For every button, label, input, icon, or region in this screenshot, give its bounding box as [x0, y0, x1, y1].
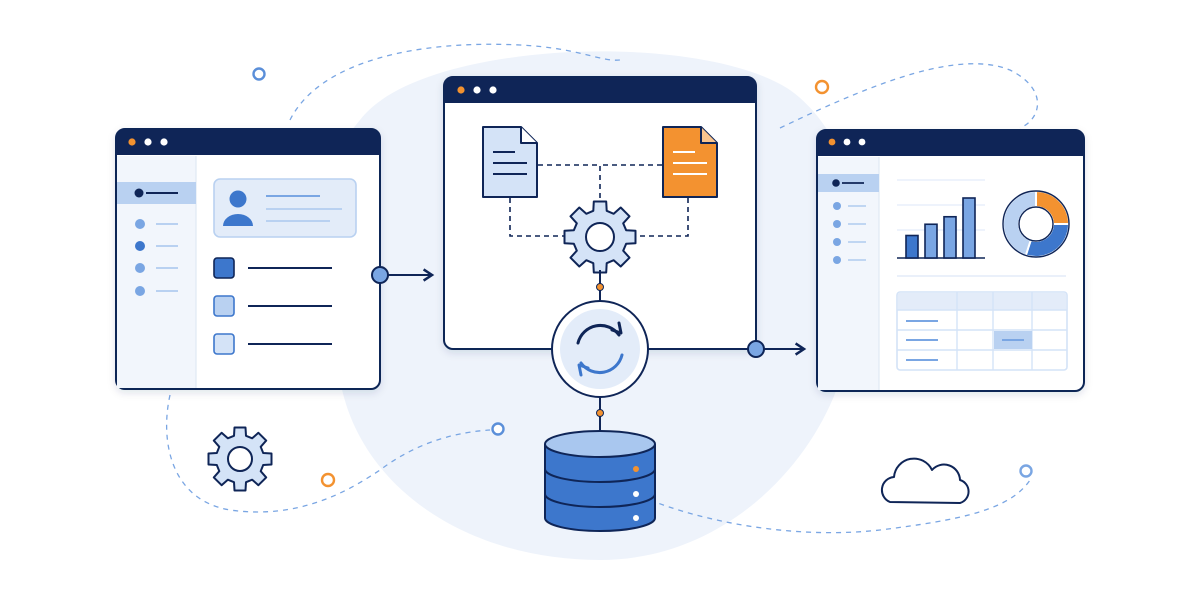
form-window-content: [116, 129, 380, 388]
dashboard-sidebar: [818, 157, 879, 390]
decorative-dashed-paths: [165, 43, 1039, 534]
donut-chart-icon: [1002, 189, 1071, 258]
checkbox-list: [213, 257, 332, 355]
processing-window-titlebar: [444, 77, 756, 103]
window-dot-white: [144, 138, 152, 146]
document-icon: [662, 126, 718, 198]
connector-sync-to-database: [596, 397, 604, 432]
connector-center-to-right: [650, 340, 807, 358]
database-icon: [544, 430, 656, 532]
form-window-titlebar: [116, 129, 380, 155]
dashboard-window-content: [817, 130, 1084, 390]
document-icon: [482, 126, 538, 198]
checkbox[interactable]: [213, 257, 235, 279]
processing-window-content: [444, 77, 756, 302]
chart-bar: [924, 223, 938, 259]
user-icon: [223, 190, 253, 226]
data-table: [896, 291, 1068, 371]
gear-icon: [207, 426, 273, 492]
bar-chart-icon: [897, 179, 985, 259]
window-dot-orange: [128, 138, 136, 146]
sidebar-items: [135, 219, 178, 296]
window-dot-white: [160, 138, 168, 146]
checkbox[interactable]: [213, 295, 235, 317]
chart-bar: [943, 215, 957, 259]
decorative-rings: [252, 67, 1033, 488]
chart-bar: [905, 234, 919, 259]
connector-left-to-center: [371, 266, 435, 284]
sidebar-items: [833, 202, 866, 264]
sync-icon: [551, 300, 649, 398]
checkbox[interactable]: [213, 333, 235, 355]
cloud-icon: [880, 457, 970, 504]
gear-icon: [563, 200, 637, 274]
chart-bar: [962, 197, 976, 259]
dashboard-window-titlebar: [817, 130, 1084, 156]
process-links: [509, 164, 689, 237]
